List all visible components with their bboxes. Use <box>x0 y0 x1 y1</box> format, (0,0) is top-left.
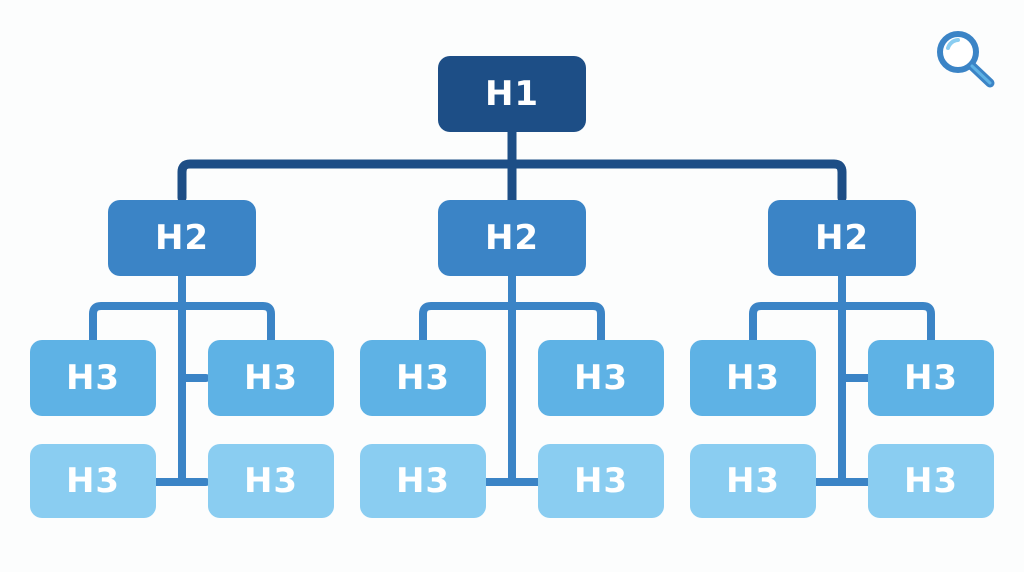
h2-node-1: H2 <box>108 200 256 276</box>
section-3-connectors <box>749 272 935 486</box>
search-icon <box>932 26 1000 90</box>
h3-node-2-4: H3 <box>538 444 664 518</box>
level-1-connectors <box>177 127 847 205</box>
h3-node-1-3: H3 <box>30 444 156 518</box>
h1-node: H1 <box>438 56 586 132</box>
h3-node-3-3: H3 <box>690 444 816 518</box>
section-2-connectors <box>419 272 605 486</box>
h3-node-1-1: H3 <box>30 340 156 416</box>
h3-node-3-4: H3 <box>868 444 994 518</box>
h3-node-3-1: H3 <box>690 340 816 416</box>
h3-node-1-2: H3 <box>208 340 334 416</box>
h3-node-2-3: H3 <box>360 444 486 518</box>
h3-node-2-1: H3 <box>360 340 486 416</box>
h3-node-1-4: H3 <box>208 444 334 518</box>
h2-node-3: H2 <box>768 200 916 276</box>
h2-bus <box>177 159 847 203</box>
h3-node-2-2: H3 <box>538 340 664 416</box>
h3-node-3-2: H3 <box>868 340 994 416</box>
h2-node-2: H2 <box>438 200 586 276</box>
section-1-connectors <box>89 272 275 486</box>
